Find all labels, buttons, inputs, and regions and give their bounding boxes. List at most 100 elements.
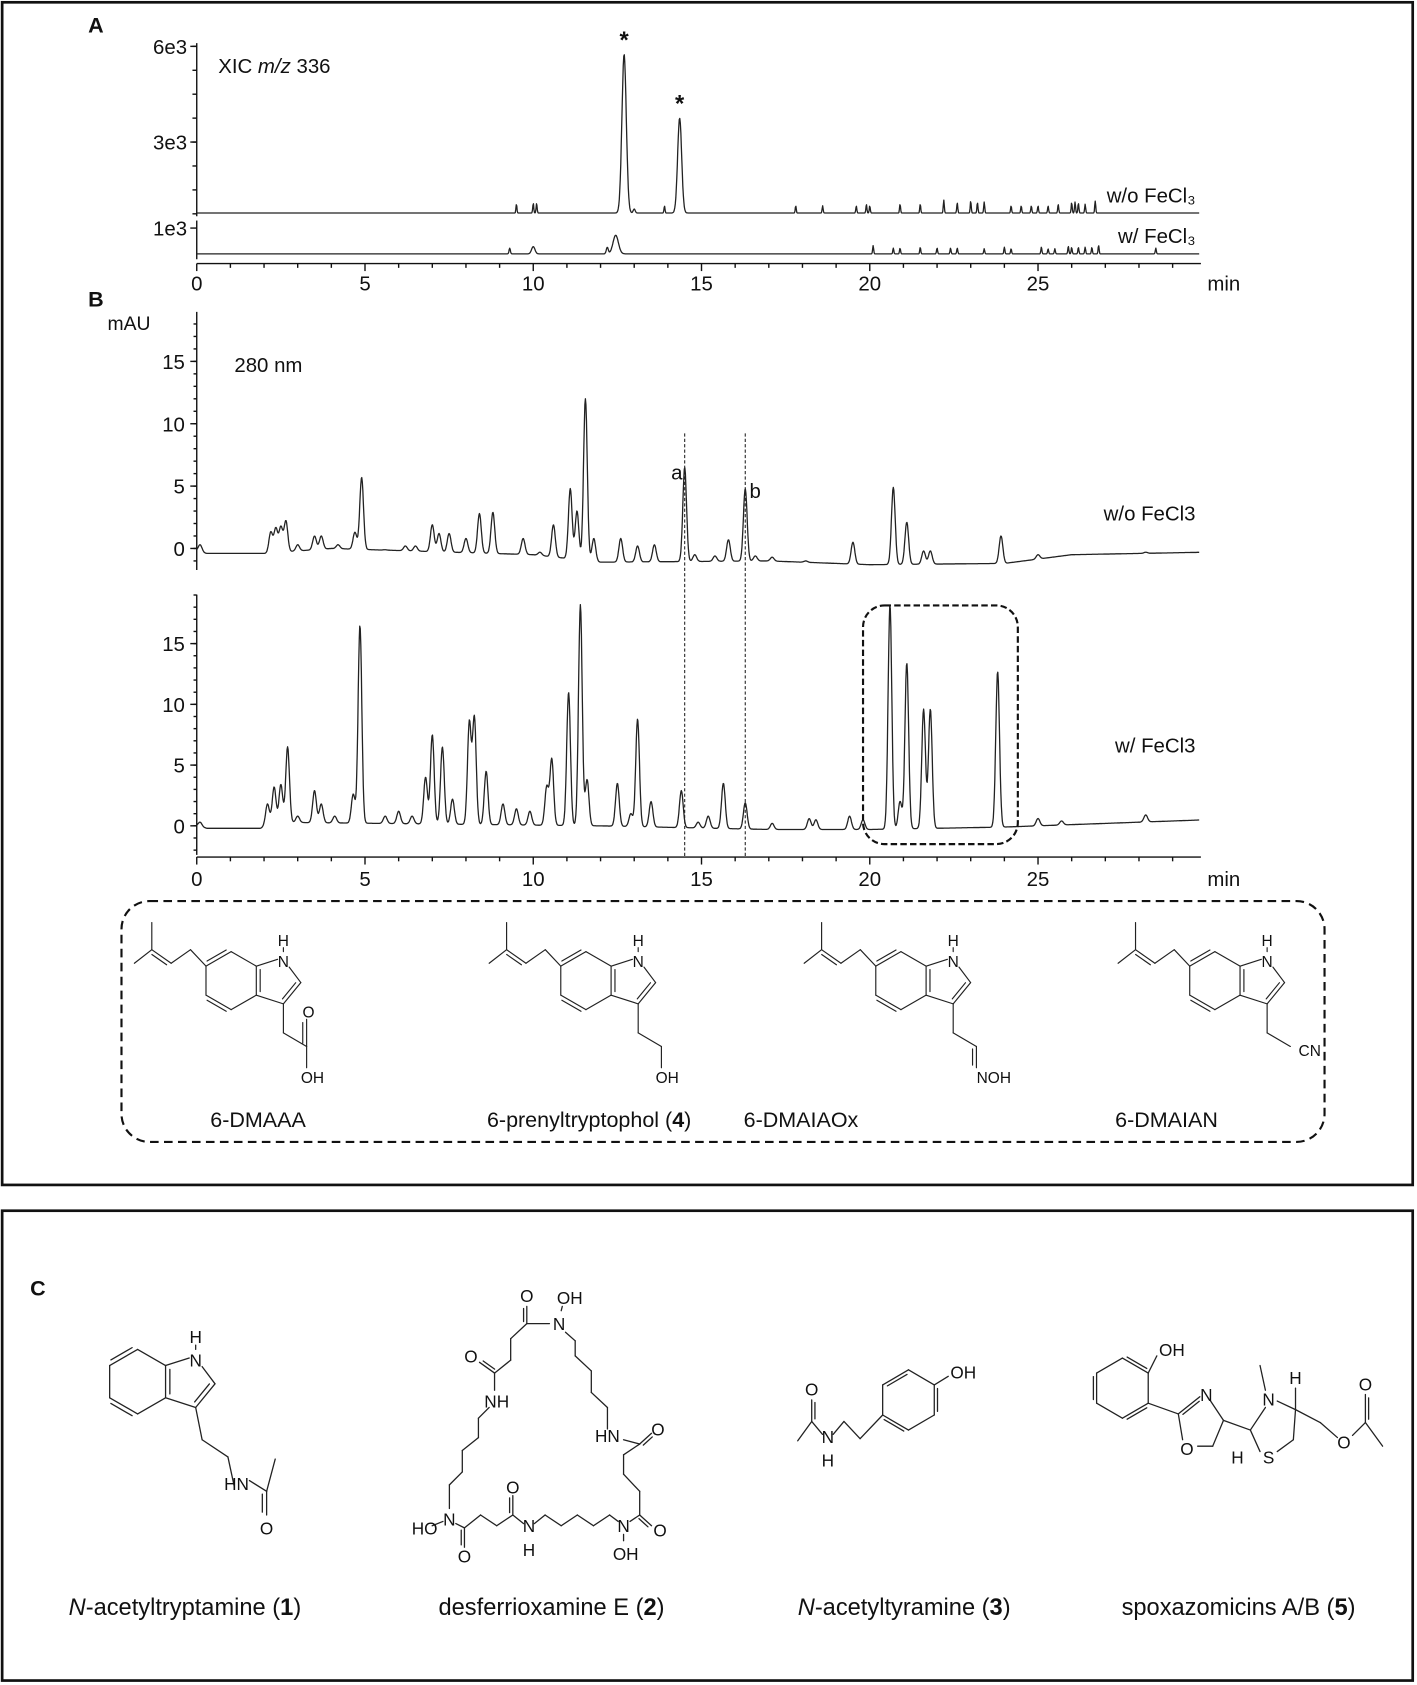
- double-bond: [1190, 949, 1211, 962]
- peak-marker: *: [675, 92, 685, 118]
- y-tick-label: 10: [162, 414, 185, 436]
- bond: [1189, 994, 1216, 1011]
- atom-label: O: [458, 1546, 471, 1566]
- bond: [164, 1357, 190, 1367]
- atom-label: O: [805, 1380, 818, 1400]
- atom-label: H: [822, 1451, 834, 1471]
- panel-label-b: B: [88, 288, 104, 312]
- bond: [882, 1369, 910, 1386]
- bond: [882, 1414, 910, 1431]
- bond: [610, 958, 633, 967]
- highlight-box: [861, 604, 1019, 846]
- bond: [622, 1473, 641, 1492]
- bond: [1239, 958, 1262, 967]
- bond: [488, 949, 508, 964]
- double-bond: [206, 949, 227, 962]
- reference-label: b: [750, 481, 761, 503]
- bond: [109, 1348, 139, 1367]
- series-label: w/ FeCl₃: [1117, 226, 1195, 248]
- y-axis-label: mAU: [108, 313, 151, 335]
- atom-label: O: [1180, 1439, 1193, 1459]
- double-bond: [281, 982, 297, 1000]
- atom-label: N: [948, 954, 959, 971]
- compound-name: 6-DMAIAN: [1115, 1108, 1218, 1132]
- bond: [544, 1514, 562, 1527]
- atom-label: N: [633, 954, 644, 971]
- bond: [629, 1514, 641, 1523]
- double-bond: [876, 999, 897, 1012]
- bond: [205, 994, 232, 1011]
- bond: [1134, 949, 1156, 964]
- compound-box: [120, 900, 1326, 1143]
- atom-label: N: [523, 1516, 535, 1536]
- double-bond: [1126, 1407, 1148, 1420]
- bond: [933, 1375, 949, 1386]
- atom-label: OH: [950, 1362, 976, 1382]
- bond: [590, 1391, 609, 1409]
- structure-6-prenyltryptophol: HN OH: [488, 922, 679, 1087]
- bond: [1351, 1421, 1367, 1437]
- x-tick-label: 10: [522, 273, 545, 295]
- atom-label: OH: [656, 1070, 679, 1087]
- x-tick-label: 20: [858, 273, 881, 295]
- bond: [564, 1331, 576, 1342]
- atom-label: H: [633, 933, 644, 950]
- compound-name: 6-DMAAA: [210, 1108, 306, 1132]
- atom-label: OH: [613, 1544, 639, 1564]
- bond: [1222, 1419, 1252, 1431]
- bond: [230, 951, 257, 967]
- bond: [560, 951, 587, 967]
- bond: [560, 1514, 578, 1527]
- bond: [1272, 966, 1286, 984]
- bond: [133, 949, 153, 964]
- bond: [282, 982, 302, 1005]
- bond: [622, 1439, 641, 1445]
- bond: [1276, 1400, 1297, 1411]
- double-bond: [1265, 982, 1281, 1000]
- atom-label: O: [260, 1518, 273, 1538]
- y-tick-label: 5: [174, 477, 185, 499]
- atom-label: O: [464, 1346, 477, 1366]
- bond: [811, 1420, 824, 1435]
- bond: [1276, 1439, 1295, 1453]
- bond: [1209, 1400, 1225, 1422]
- bond: [479, 1514, 498, 1527]
- bond: [1266, 982, 1286, 1005]
- atom-label: O: [653, 1520, 666, 1540]
- compound-name: 6-prenyltryptophol (4): [487, 1108, 691, 1132]
- atom-label: O: [651, 1419, 664, 1439]
- atom-label: N: [278, 954, 289, 971]
- series-label: w/ FeCl3: [1114, 736, 1196, 758]
- bond: [797, 1420, 813, 1442]
- double-bond: [1190, 999, 1211, 1012]
- bond: [1117, 949, 1137, 964]
- series-line-0: [196, 54, 1200, 214]
- atom-label: O: [1359, 1374, 1372, 1394]
- series-label: w/o FeCl3: [1103, 504, 1196, 526]
- atom-label: OH: [1159, 1340, 1185, 1360]
- x-tick-label: 10: [522, 869, 545, 891]
- atom-label: N: [553, 1314, 565, 1334]
- atom-label: N: [1200, 1385, 1212, 1405]
- compound-name: 6-DMAIAOx: [744, 1108, 859, 1132]
- bond: [900, 951, 927, 967]
- bond: [907, 1369, 935, 1386]
- double-bond: [886, 1373, 908, 1387]
- double-bond: [1126, 1356, 1148, 1370]
- bond: [952, 1032, 977, 1048]
- atom-label: H: [523, 1540, 535, 1560]
- double-bond: [561, 949, 582, 962]
- bond: [1147, 1355, 1158, 1374]
- bond: [506, 949, 527, 964]
- atom-label: NH: [484, 1391, 509, 1411]
- bond: [230, 994, 257, 1011]
- y-tick-label: 5: [174, 756, 185, 778]
- y-tick-label: 1e3: [153, 219, 187, 241]
- bond: [608, 1514, 619, 1523]
- bond: [431, 1520, 444, 1527]
- x-tick-label: 5: [359, 273, 370, 295]
- bond: [1121, 1402, 1149, 1419]
